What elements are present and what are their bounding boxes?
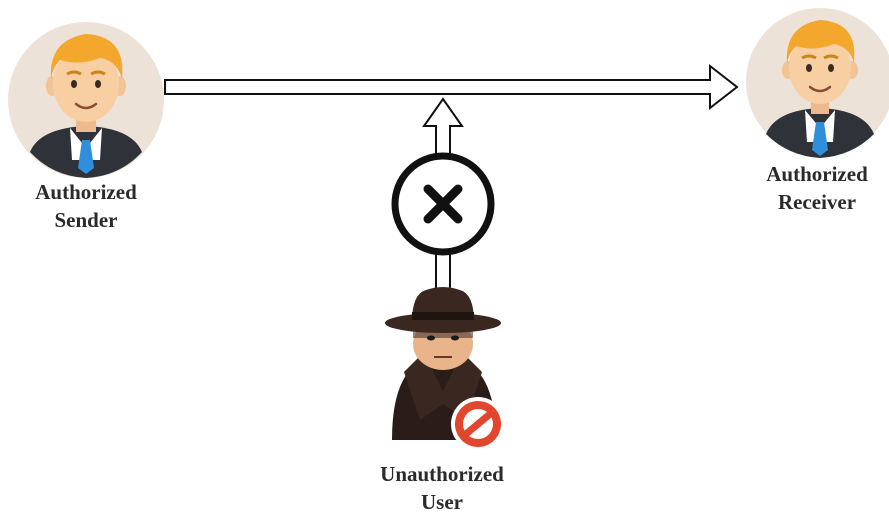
x-circle-icon xyxy=(395,156,491,252)
sender-label-line1: Authorized xyxy=(6,178,166,206)
receiver-avatar-icon xyxy=(746,8,889,158)
intruder-label-line1: Unauthorized xyxy=(362,460,522,488)
transmission-arrow xyxy=(165,66,737,108)
receiver-label-line1: Authorized xyxy=(745,160,889,188)
sender-label: Authorized Sender xyxy=(6,178,166,234)
intruder-label-line2: User xyxy=(362,488,522,516)
receiver-label-line2: Receiver xyxy=(745,188,889,216)
intruder-label: Unauthorized User xyxy=(362,460,522,516)
receiver-label: Authorized Receiver xyxy=(745,160,889,216)
sender-label-line2: Sender xyxy=(6,206,166,234)
sender-avatar-icon xyxy=(8,22,164,178)
prohibited-icon xyxy=(451,397,505,451)
